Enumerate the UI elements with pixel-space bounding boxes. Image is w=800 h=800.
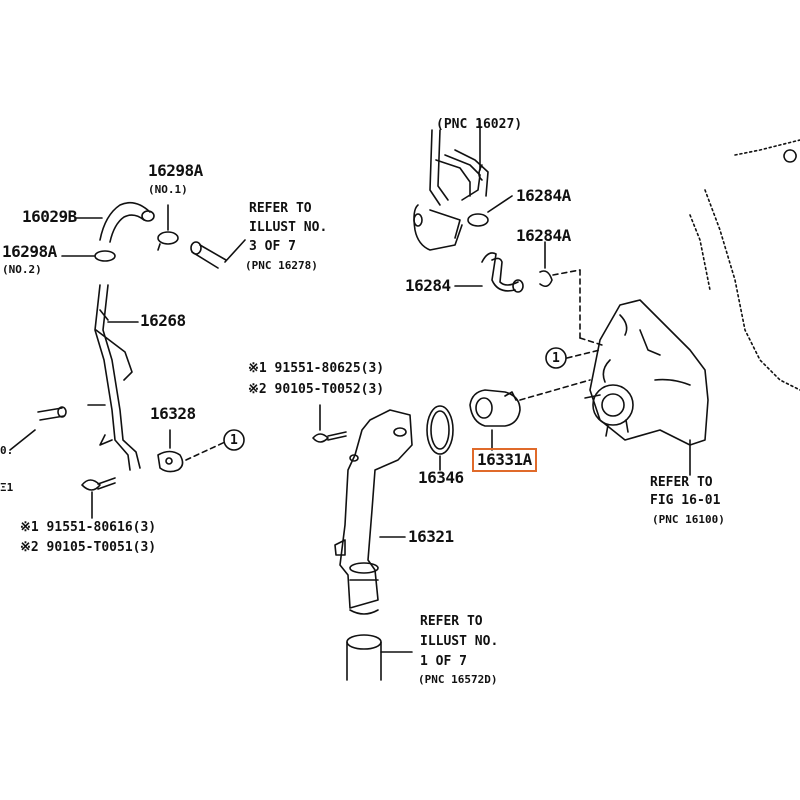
clamp-16284a-upper-shape (467, 195, 513, 227)
ref1-line1: REFER TO (420, 614, 483, 629)
part-16346-label[interactable]: 16346 (418, 468, 464, 487)
left-edge-fragment-b: Ξ1 (0, 481, 14, 494)
gasket-16328-shape (157, 429, 226, 473)
ref1-line3: 1 OF 7 (420, 654, 467, 669)
ref3-line3: 3 OF 7 (249, 239, 296, 254)
left-edge-fragment-a: 0. (0, 444, 14, 457)
hose-16029b-shape (74, 201, 155, 243)
fig-ref-pnc: (PNC 16100) (652, 513, 725, 526)
pipe-assembly-16027-shape (413, 119, 489, 251)
circle-1-label-left: 1 (230, 433, 238, 448)
part-16284a-upper-label[interactable]: 16284A (516, 186, 571, 205)
part-16284-label[interactable]: 16284 (405, 276, 451, 295)
part-16331a-label-highlighted[interactable]: 16331A (472, 448, 537, 472)
bolt-right-shape (312, 404, 347, 443)
part-16029b-label[interactable]: 16029B (22, 207, 77, 226)
bolt-left-note-2: ※2 90105-T0051(3) (20, 540, 157, 555)
gasket-16346-shape (426, 405, 454, 471)
bolt-right-note-1: ※1 91551-80625(3) (248, 361, 385, 376)
pnc-16027-ref: (PNC 16027) (436, 117, 523, 132)
left-partial-pipe (9, 406, 67, 451)
part-16298a-no2-note: (NO.2) (2, 263, 42, 276)
hose-16284-shape (454, 252, 524, 293)
lower-pipe-shape (346, 634, 413, 681)
part-16328-label[interactable]: 16328 (150, 404, 196, 423)
part-16298a-no1-note: (NO.1) (148, 183, 188, 196)
engine-bolt-icon (783, 149, 797, 163)
inlet-pipe-16321-shape (334, 409, 413, 615)
ref3-line2: ILLUST NO. (249, 220, 328, 235)
hose-stub-ref3 (190, 239, 246, 269)
bolt-left-note-1: ※1 91551-80616(3) (20, 520, 157, 535)
bolt-right-note-2: ※2 90105-T0052(3) (248, 382, 385, 397)
clamp-16298a-no1-shape (157, 204, 179, 251)
clamp-16284a-lower-shape (539, 241, 603, 346)
pipe-16268-shape (87, 284, 141, 471)
part-16298a-no1-label[interactable]: 16298A (148, 161, 203, 180)
circle-1-label-right: 1 (552, 351, 560, 366)
engine-block-outline (689, 139, 800, 391)
ref3-pnc: (PNC 16278) (245, 259, 318, 272)
thermostat-16331a-shape (469, 389, 521, 451)
circle-1-icon-left (223, 429, 245, 451)
clamp-16298a-no2-shape (61, 250, 116, 262)
circle-1-icon-right (545, 347, 567, 369)
ref3-line1: REFER TO (249, 201, 312, 216)
part-16268-label[interactable]: 16268 (140, 311, 186, 330)
ref1-pnc: (PNC 16572D) (418, 673, 498, 686)
part-16298a-no2-label[interactable]: 16298A (2, 242, 57, 261)
part-16321-label[interactable]: 16321 (408, 527, 454, 546)
bolt-left-shape (81, 477, 116, 519)
fig-ref-line2: FIG 16-01 (650, 493, 721, 508)
fig-ref-line1: REFER TO (650, 475, 713, 490)
ref1-line2: ILLUST NO. (420, 634, 499, 649)
part-16284a-lower-label[interactable]: 16284A (516, 226, 571, 245)
water-pump-housing-shape (519, 299, 709, 476)
